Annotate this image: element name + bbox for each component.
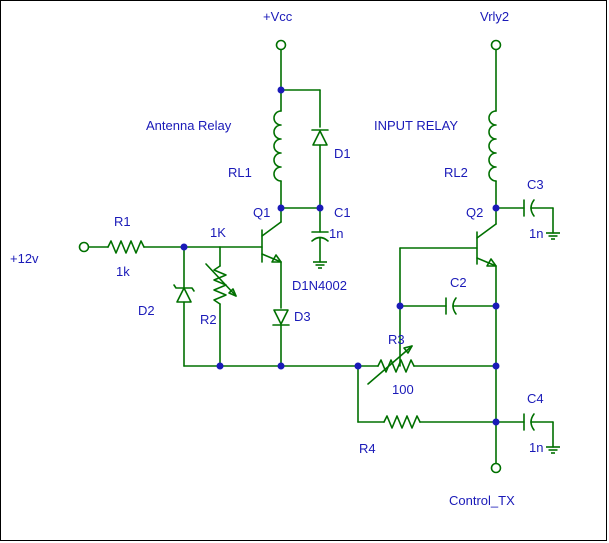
junction xyxy=(216,362,224,370)
junction xyxy=(277,86,285,94)
junction xyxy=(277,204,285,212)
junctions xyxy=(180,86,500,426)
vrly2-label: Vrly2 xyxy=(480,9,509,24)
r2-value: 1K xyxy=(210,225,226,240)
r3-label: R3 xyxy=(388,332,405,347)
vcc-terminal xyxy=(275,39,287,51)
vcc-label: +Vcc xyxy=(263,9,293,24)
rl1-label: RL1 xyxy=(228,165,252,180)
junction xyxy=(492,362,500,370)
control-tx-terminal xyxy=(490,462,502,474)
plus12v-terminal xyxy=(78,241,90,253)
antenna-relay-label: Antenna Relay xyxy=(146,118,232,133)
c3-value: 1n xyxy=(529,226,543,241)
r2-label: R2 xyxy=(200,312,217,327)
d3-label: D3 xyxy=(294,309,311,324)
control-tx-label: Control_TX xyxy=(449,493,515,508)
output-network xyxy=(280,345,560,454)
junction xyxy=(396,302,404,310)
c3-label: C3 xyxy=(527,177,544,192)
r1-label: R1 xyxy=(114,214,131,229)
r3-value: 100 xyxy=(392,382,414,397)
input-network xyxy=(88,240,282,367)
junction xyxy=(492,418,500,426)
c4-label: C4 xyxy=(527,391,544,406)
junction xyxy=(180,243,188,251)
r4-label: R4 xyxy=(359,441,376,456)
input-relay-label: INPUT RELAY xyxy=(374,118,458,133)
rl2-label: RL2 xyxy=(444,165,468,180)
junction xyxy=(492,204,500,212)
q1-label: Q1 xyxy=(253,205,270,220)
c2-label: C2 xyxy=(450,275,467,290)
d1n4002-label: D1N4002 xyxy=(292,278,347,293)
junction xyxy=(316,204,324,212)
junction xyxy=(492,302,500,310)
junction xyxy=(354,362,362,370)
q2-label: Q2 xyxy=(466,205,483,220)
c1-value: 1n xyxy=(329,226,343,241)
plus12v-label: +12v xyxy=(10,251,39,266)
c1-label: C1 xyxy=(334,205,351,220)
junction xyxy=(277,362,285,370)
d2-label: D2 xyxy=(138,303,155,318)
r1-value: 1k xyxy=(116,264,130,279)
d1-label: D1 xyxy=(334,146,351,161)
c4-value: 1n xyxy=(529,440,543,455)
q1-transistor xyxy=(261,207,290,367)
vrly2-terminal xyxy=(490,39,502,51)
rl1-d1-c1-network xyxy=(273,49,329,269)
rl2-q2-network xyxy=(399,49,560,464)
